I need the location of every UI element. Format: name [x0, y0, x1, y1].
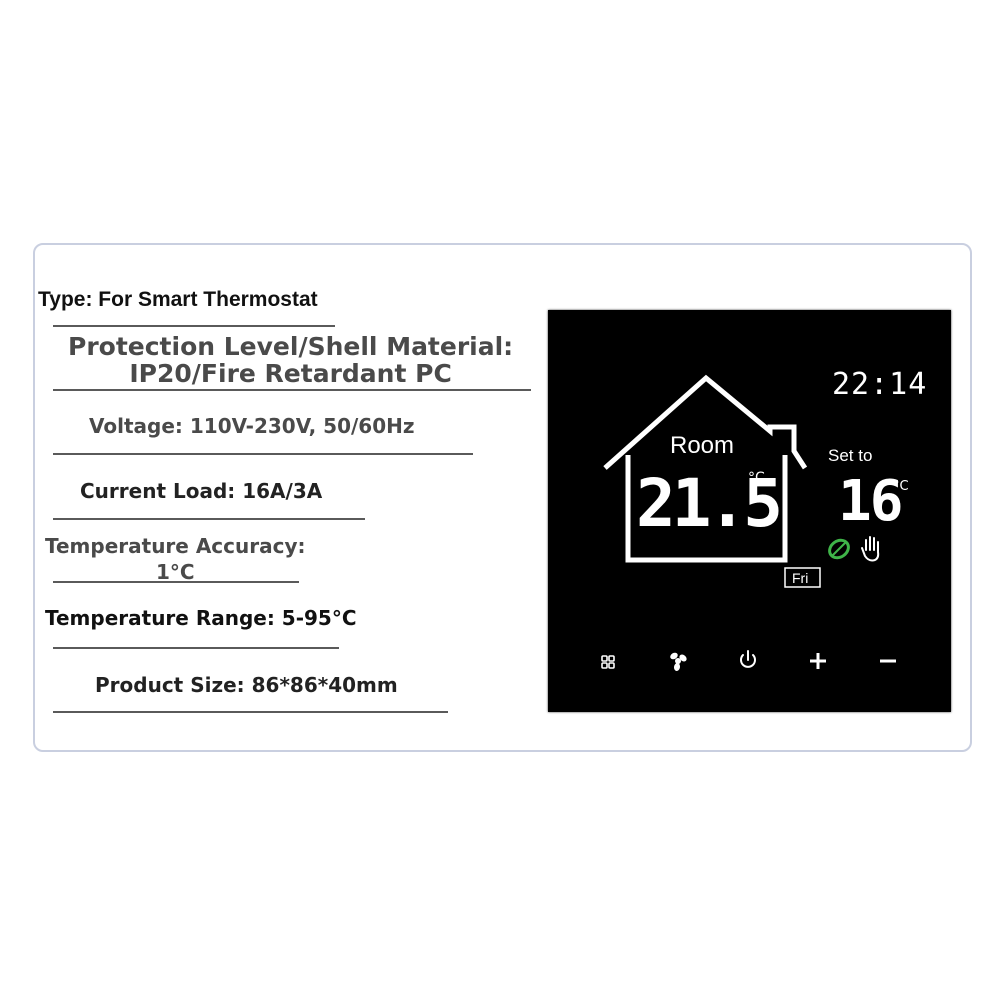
clock-display: 22:14 — [832, 367, 927, 402]
spec-accuracy-line2: 1°C — [155, 560, 195, 584]
set-to-label: Set to — [828, 446, 872, 465]
divider — [53, 518, 365, 520]
room-label: Room — [670, 432, 734, 459]
set-temp-unit: °C — [893, 479, 909, 494]
manual-hand-icon — [861, 536, 880, 562]
eco-leaf-icon — [828, 538, 850, 560]
day-label: Fri — [792, 570, 808, 586]
spec-protection: Protection Level/Shell Material: IP20/Fi… — [68, 333, 513, 387]
thermostat-device: 22:14 Room 21.5 °C Set to 16 °C Fri — [548, 310, 951, 712]
divider — [53, 325, 335, 327]
divider — [53, 453, 473, 455]
divider — [53, 581, 299, 583]
spec-accuracy-line1: Temperature Accuracy: — [45, 534, 306, 558]
spec-range: Temperature Range: 5-95°C — [45, 606, 357, 630]
spec-accuracy: Temperature Accuracy: 1°C — [45, 533, 306, 585]
plus-icon[interactable] — [810, 653, 826, 669]
divider — [53, 389, 531, 391]
divider — [53, 711, 448, 713]
divider — [53, 647, 339, 649]
room-temp-unit: °C — [748, 470, 765, 486]
spec-size: Product Size: 86*86*40mm — [95, 673, 398, 697]
spec-protection-line2: IP20/Fire Retardant PC — [129, 359, 452, 388]
day-box — [784, 567, 821, 588]
room-temperature: 21.5 — [636, 465, 779, 542]
menu-icon[interactable] — [601, 655, 615, 669]
fan-icon[interactable] — [669, 651, 688, 671]
spec-voltage: Voltage: 110V-230V, 50/60Hz — [89, 414, 415, 438]
set-temperature: 16 — [838, 469, 901, 534]
house-icon — [603, 374, 808, 563]
spec-current-load: Current Load: 16A/3A — [80, 479, 323, 503]
spec-protection-line1: Protection Level/Shell Material: — [68, 332, 514, 361]
power-icon[interactable] — [740, 650, 756, 668]
spec-type: Type: For Smart Thermostat — [38, 288, 318, 311]
